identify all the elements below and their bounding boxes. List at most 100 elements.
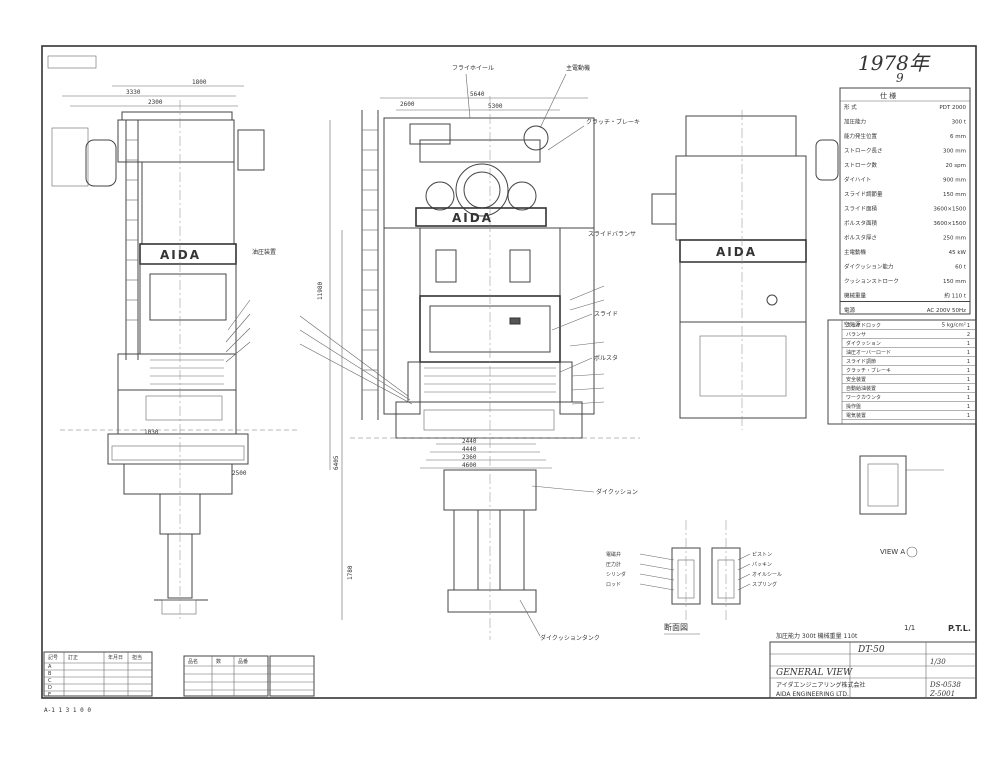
footer-left: A-1 1 3 1 0 0 xyxy=(44,707,91,714)
small-header: 品名 xyxy=(188,658,198,665)
spec-row-value: 3600×1500 xyxy=(933,221,966,227)
rev-header: 担当 xyxy=(132,654,142,661)
dim-2360: 2360 xyxy=(462,454,477,461)
spec-row-value: 6 mm xyxy=(950,134,966,140)
spec-row-value: AC 200V 50Hz xyxy=(927,308,966,314)
spec-row-label: ストローク数 xyxy=(844,161,878,169)
parts-row-label: 自動給油装置 xyxy=(846,385,876,392)
spec-row-label: スライド調節量 xyxy=(844,190,883,198)
detail-callout: ピストン xyxy=(752,552,772,558)
spec-row-label: ダイクッション能力 xyxy=(844,263,893,271)
parts-row-label: スライドロック xyxy=(846,323,881,329)
spec-row-value: 300 t xyxy=(952,120,967,126)
parts-row-value: 1 xyxy=(967,350,970,356)
section-label: 断面図 xyxy=(664,622,688,632)
spec-table-title: 仕 様 xyxy=(880,91,896,100)
detail-callout: ロッド xyxy=(606,582,621,588)
callout-clutch: クラッチ・ブレーキ xyxy=(586,118,640,126)
dim-3330: 3330 xyxy=(126,89,141,96)
note-label: P.T.L. xyxy=(948,624,971,633)
detail-views: VIEW A 断面図 電磁弁圧力計シリンダロッドピストンパッキンオイルシールスプ… xyxy=(606,455,971,635)
spec-row-label: 形 式 xyxy=(844,103,857,111)
revision-table: 記号訂正年月日担当ABCDE xyxy=(43,651,153,698)
side-aida-logo: AIDA xyxy=(716,245,757,259)
rev-cell: B xyxy=(48,671,52,677)
small-header: 品番 xyxy=(238,658,248,665)
scale: 1/30 xyxy=(930,658,946,666)
spec-line: 加圧能力 300t 機械重量 110t xyxy=(776,632,858,640)
dim-4440: 4440 xyxy=(462,446,477,453)
dim-2300: 2300 xyxy=(148,99,163,106)
dim-1800: 1800 xyxy=(192,79,207,86)
detail-callout: 圧力計 xyxy=(606,561,621,568)
spec-row-label: ボルスタ面積 xyxy=(844,219,878,227)
callout-flywheel: フライホイール xyxy=(452,65,494,72)
spec-row-label: スライド面積 xyxy=(844,205,878,213)
parts-row-label: 油圧オーバーロード xyxy=(846,349,891,356)
parts-row-value: 1 xyxy=(967,404,970,410)
spec-row-value: 5 kg/cm² xyxy=(942,322,966,329)
corner-tag: 1/1 xyxy=(904,624,915,632)
parts-row-value: 1 xyxy=(967,386,970,392)
parts-row-label: ダイクッション xyxy=(846,340,881,347)
rev-header: 訂正 xyxy=(68,654,78,661)
front-view: 3330 2300 1800 AIDA xyxy=(51,79,300,620)
parts-row-value: 1 xyxy=(967,323,970,329)
parts-row-value: 1 xyxy=(967,341,970,347)
dim-2600: 2600 xyxy=(400,101,415,108)
handwritten-year: 1978年 xyxy=(858,51,931,75)
dim-5300: 5300 xyxy=(488,103,503,110)
spec-row-value: 900 mm xyxy=(943,178,966,184)
parts-row-label: バランサ xyxy=(846,332,866,338)
callout-balancer: スライドバランサ xyxy=(588,231,636,238)
parts-row-label: 電気装置 xyxy=(846,412,866,419)
callout-slide: スライド xyxy=(594,311,618,318)
spec-row-label: 空気源 xyxy=(844,321,861,329)
parts-row-value: 1 xyxy=(967,359,970,365)
spec-row-label: 機械重量 xyxy=(844,292,867,300)
front-aida-logo: AIDA xyxy=(160,248,201,262)
spec-row-value: PDT 2000 xyxy=(939,105,966,111)
spec-row-value: 3600×1500 xyxy=(933,207,966,213)
callout-hydraulic: 油圧装置 xyxy=(252,248,276,256)
spec-row-value: 60 t xyxy=(955,265,967,271)
rev-header: 年月日 xyxy=(108,654,123,661)
top-left-stamp-box xyxy=(47,55,97,69)
parts-row-value: 2 xyxy=(967,332,970,338)
detail-callout: シリンダ xyxy=(606,571,626,578)
spec-row-value: 45 kW xyxy=(949,250,967,256)
dim-6405: 6405 xyxy=(333,455,340,470)
spec-row-value: 250 mm xyxy=(943,236,966,242)
detail-callout: スプリング xyxy=(752,581,777,588)
dim-2440: 2440 xyxy=(462,438,477,445)
parts-row-label: クラッチ・ブレーキ xyxy=(846,367,891,374)
spec-row-value: 約 110 t xyxy=(944,292,966,300)
dim-11980: 11980 xyxy=(317,282,324,300)
title-block: 加圧能力 300t 機械重量 110t DT-50 GENERAL VIEW ア… xyxy=(769,624,977,699)
view-a-label: VIEW A xyxy=(880,548,905,556)
dim-5640: 5640 xyxy=(470,91,485,98)
rev-header: 記号 xyxy=(48,654,58,661)
callout-motor: 主電動機 xyxy=(566,64,590,72)
side-view: AIDA xyxy=(651,110,839,430)
parts-row-label: ワークカウンタ xyxy=(846,394,881,401)
callout-tank: ダイクッションタンク xyxy=(540,634,600,642)
rev-cell: D xyxy=(48,685,52,691)
spec-row-value: 20 spm xyxy=(946,163,966,169)
detail-callout: 電磁弁 xyxy=(606,551,621,558)
detail-callout: パッキン xyxy=(752,562,772,568)
drawing-number: DS-0538 xyxy=(929,681,961,689)
parts-row-value: 1 xyxy=(967,395,970,401)
dim-2500: 2500 xyxy=(232,470,247,477)
spec-row-label: ストローク長さ xyxy=(844,148,883,155)
small-parts-list: 品名数品番 xyxy=(183,655,315,697)
sheet-number: Z-5001 xyxy=(929,690,955,698)
parts-row-label: 安全装置 xyxy=(846,376,866,383)
parts-row-value: 1 xyxy=(967,377,970,383)
spec-row-label: ダイハイト xyxy=(844,176,871,184)
dim-1780: 1780 xyxy=(347,565,354,580)
spec-row-value: 150 mm xyxy=(943,192,966,198)
company-jp: アイダエンジニアリング株式会社 xyxy=(776,681,865,689)
callout-bolster: ボルスタ xyxy=(594,354,618,362)
